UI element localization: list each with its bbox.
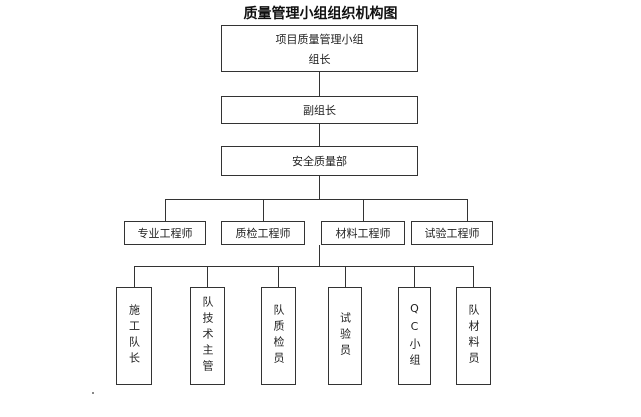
safety-quality-dept-box: 安全质量部	[221, 146, 418, 176]
staff-bus-line	[134, 266, 473, 267]
engineer-drop-4	[467, 199, 468, 221]
engineer-box-quality-inspection: 质检工程师	[221, 221, 305, 245]
engineer-drop-3	[363, 199, 364, 221]
connector-safety-down	[319, 176, 320, 199]
stray-mark	[92, 392, 94, 394]
staff-drop-3	[278, 266, 279, 287]
engineer-box-professional: 专业工程师	[124, 221, 206, 245]
staff-drop-5	[414, 266, 415, 287]
staff-drop-2	[207, 266, 208, 287]
group-leader-box: 项目质量管理小组 组长	[221, 25, 418, 72]
staff-box-qc-group: QC小组	[398, 287, 431, 385]
deputy-leader-box: 副组长	[221, 96, 418, 124]
engineer-bus-line	[165, 199, 468, 200]
group-name-label: 项目质量管理小组	[275, 33, 364, 46]
staff-box-team-materials-clerk: 队材料员	[456, 287, 491, 385]
engineer-drop-2	[263, 199, 264, 221]
staff-box-construction-team-leader: 施工队长	[116, 287, 152, 385]
connector-deputy-to-safety	[319, 124, 320, 146]
group-leader-label: 组长	[308, 53, 331, 66]
engineer-drop-1	[165, 199, 166, 221]
staff-box-tester: 试验员	[328, 287, 362, 385]
engineer-box-testing: 试验工程师	[411, 221, 493, 245]
engineers-down	[319, 245, 320, 266]
engineer-box-materials: 材料工程师	[321, 221, 405, 245]
staff-drop-1	[134, 266, 135, 287]
chart-title: 质量管理小组组织机构图	[243, 6, 398, 22]
staff-box-team-quality-inspector: 队质检员	[261, 287, 296, 385]
staff-box-team-tech-supervisor: 队技术主管	[190, 287, 225, 385]
staff-drop-6	[473, 266, 474, 287]
connector-top-to-deputy	[319, 72, 320, 96]
staff-drop-4	[345, 266, 346, 287]
